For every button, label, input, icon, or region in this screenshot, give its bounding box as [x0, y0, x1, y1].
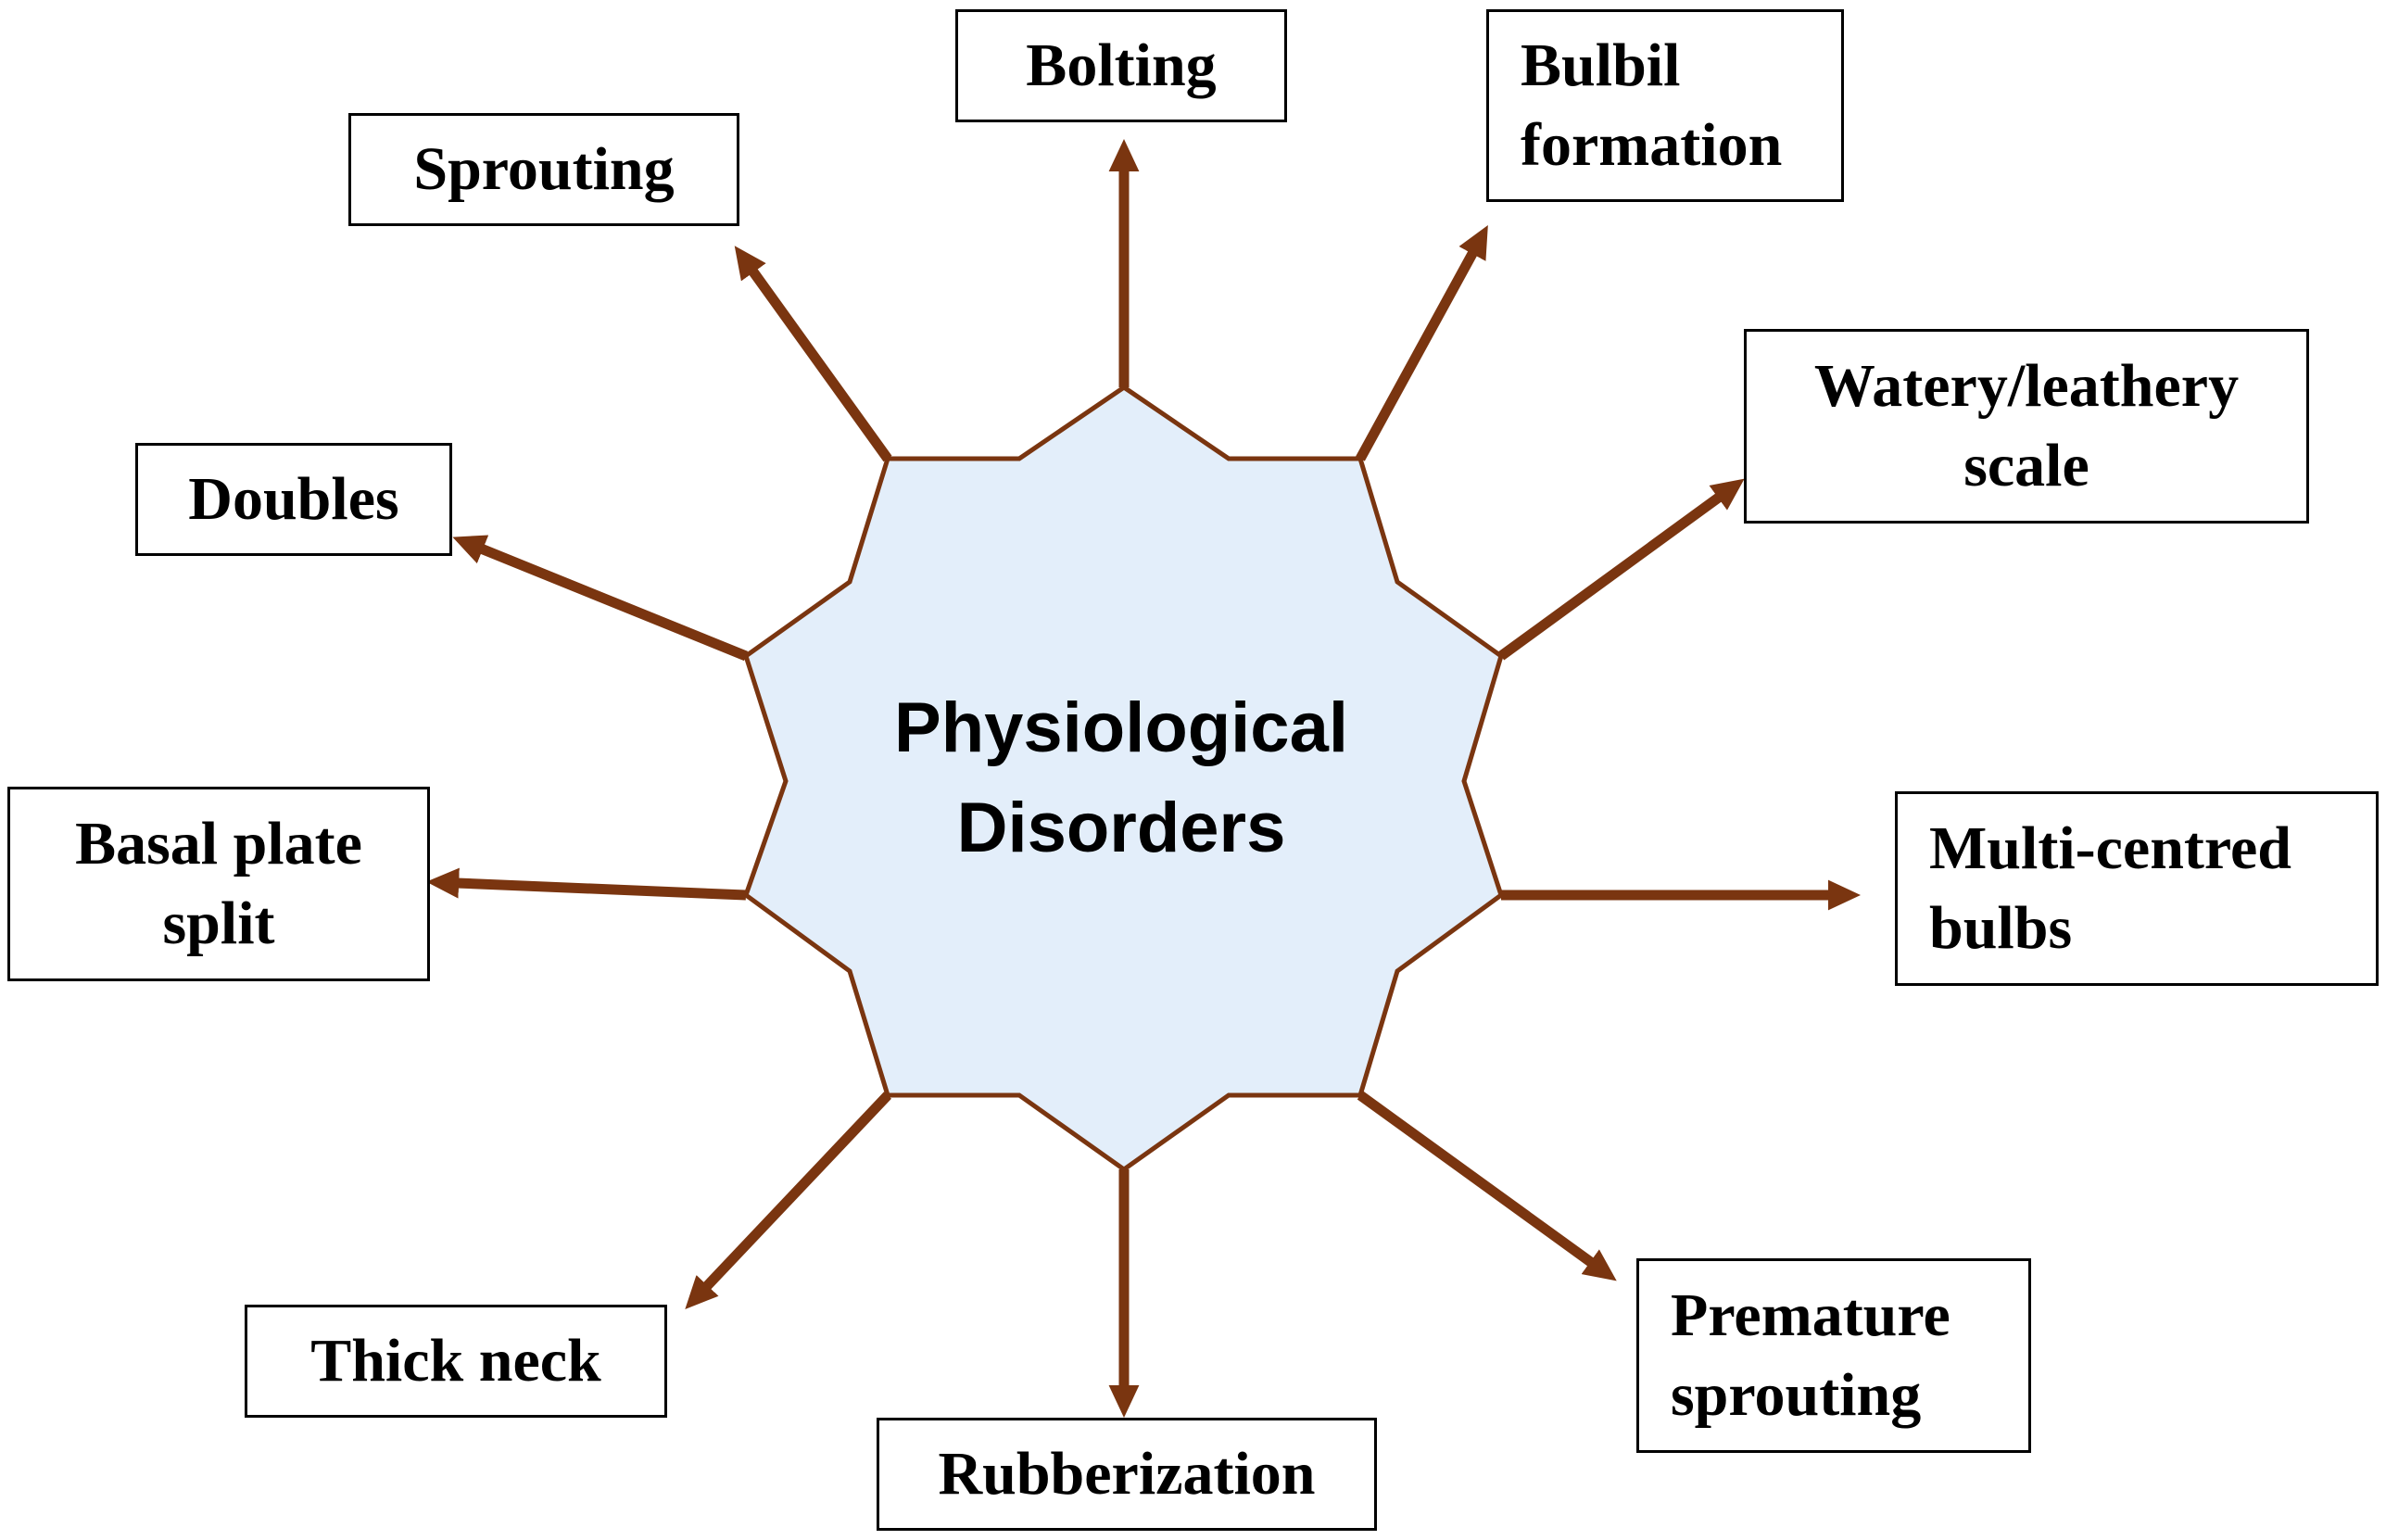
label-watery-line2: scale — [1963, 432, 2089, 499]
central-label-line1: Physiological — [894, 688, 1348, 767]
box-doubles: Doubles — [135, 443, 452, 556]
arrow-premature-sprouting — [1357, 1091, 1617, 1281]
arrow-thick-neck — [685, 1092, 891, 1309]
label-basal-line2: split — [162, 890, 275, 957]
label-doubles: Doubles — [188, 465, 399, 533]
label-bulbil-line2: formation — [1521, 111, 1783, 179]
label-premature-line1: Premature — [1671, 1281, 1950, 1349]
arrow-watery-leathery-scale — [1497, 478, 1745, 661]
box-multi-centred-bulbs: Multi-centred bulbs — [1895, 791, 2379, 986]
label-multi-line2: bulbs — [1929, 894, 2073, 962]
box-rubberization: Rubberization — [877, 1418, 1377, 1531]
arrow-sprouting — [734, 246, 892, 462]
arrow-basal-plate-split — [426, 867, 747, 901]
label-sprouting: Sprouting — [413, 135, 675, 203]
central-label: Physiological Disorders — [815, 678, 1427, 878]
box-bolting: Bolting — [955, 9, 1287, 122]
label-bulbil-line1: Bulbil — [1521, 32, 1681, 99]
label-basal-line1: Basal plate — [75, 810, 362, 877]
label-thick-neck: Thick neck — [310, 1327, 601, 1395]
box-premature-sprouting: Premature sprouting — [1636, 1258, 2031, 1453]
arrows — [426, 139, 1861, 1418]
label-premature-line2: sprouting — [1671, 1361, 1922, 1429]
label-rubberization: Rubberization — [938, 1440, 1316, 1508]
label-bolting: Bolting — [1026, 32, 1217, 99]
label-watery-line1: Watery/leathery — [1813, 352, 2240, 420]
arrow-bulbil-formation — [1356, 225, 1488, 461]
box-watery-leathery-scale: Watery/leathery scale — [1744, 329, 2309, 524]
box-basal-plate-split: Basal plate split — [7, 787, 430, 981]
box-sprouting: Sprouting — [348, 113, 739, 226]
box-bulbil-formation: Bulbil formation — [1486, 9, 1844, 202]
central-label-line2: Disorders — [956, 789, 1286, 867]
label-multi-line1: Multi-centred — [1929, 814, 2292, 882]
arrow-doubles — [452, 535, 749, 662]
box-thick-neck: Thick neck — [245, 1305, 667, 1418]
